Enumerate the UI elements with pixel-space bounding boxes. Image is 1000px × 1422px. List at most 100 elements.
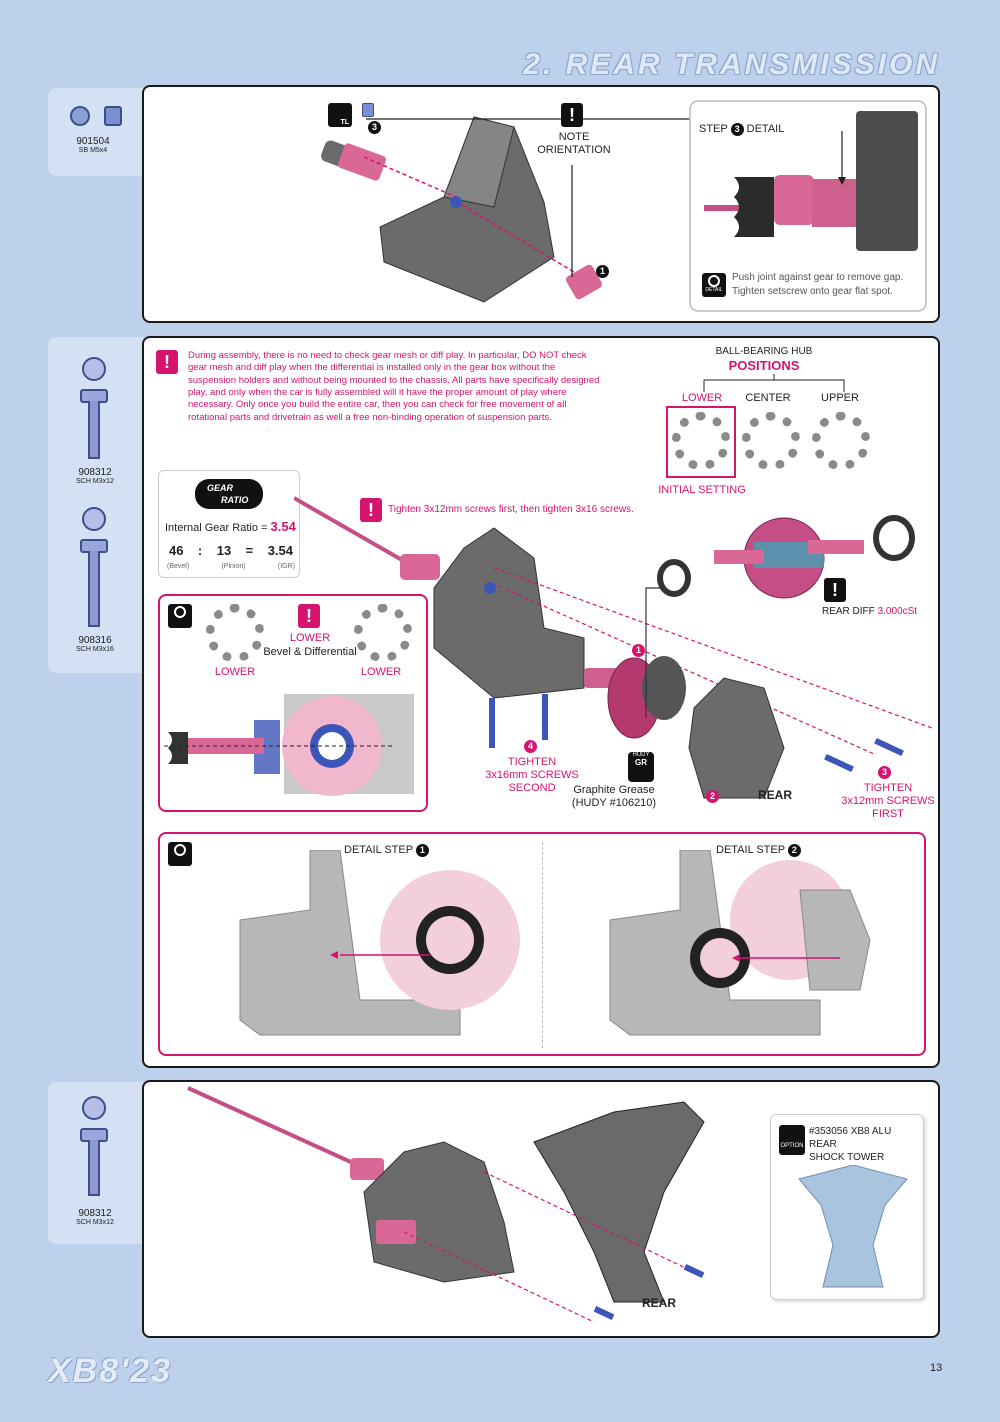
hub-subtitle: POSITIONS [728, 358, 800, 373]
bevel-diff-label: Bevel & Differential [263, 646, 357, 658]
callout-3: 3 [368, 121, 381, 134]
rear-label: REAR [758, 788, 793, 802]
footer-logo: XB8'23 [48, 1352, 173, 1390]
part-number: 908316 [78, 635, 112, 646]
detail-magnifier-icon [168, 604, 192, 628]
part-908312: 908312 SCH M3x12 [60, 1208, 130, 1227]
initial-setting: INITIAL SETTING [658, 484, 746, 496]
grease-code: GR [635, 758, 647, 767]
tighten-warning-icon: ! [360, 498, 382, 522]
part-908316: 908316 SCH M3x16 [60, 635, 130, 654]
detail-step2-text: DETAIL STEP [716, 844, 785, 856]
hub-bracket [703, 374, 845, 392]
step1-illustration [321, 100, 927, 312]
pinion-teeth: 13 [216, 543, 232, 558]
screw-shank-icon [88, 551, 100, 627]
note-orientation: NOTE ORIENTATION [537, 131, 611, 157]
detail-title-num: 3 [730, 123, 744, 136]
igr-label: Internal Gear Ratio [165, 522, 258, 534]
callout-1: 1 [596, 265, 609, 278]
gear-equation: 46 : 13 = 3.54 [169, 543, 293, 558]
detail-cutaway [164, 694, 414, 796]
rear-diff-text: REAR DIFF [822, 606, 875, 617]
detail-step1-label: DETAIL STEP 1 [344, 844, 429, 857]
hub-upper: UPPER [821, 392, 859, 404]
screw-shank-icon [88, 401, 100, 459]
hub-ring-left [206, 604, 264, 662]
hub-lower: LOWER [681, 392, 723, 404]
rear-diff-oil: 3.000cSt [877, 606, 918, 617]
igr-value: 3.54 [270, 519, 296, 534]
grease-brand: HUDY [632, 752, 650, 758]
callout-2: 2 [706, 790, 719, 803]
detail-magnifier-icon: DETAIL [702, 273, 726, 297]
badge-bottom: RATIO [221, 495, 249, 505]
part-desc: SCH M3x12 [76, 478, 114, 485]
hub-ring-center [742, 412, 800, 470]
gear-ratio-box: GEAR RATIO Internal Gear Ratio = 3.54 46… [158, 470, 300, 578]
screw-head-icon [82, 1096, 106, 1120]
option-shock-tower [798, 1165, 908, 1288]
callout-4: 4 [524, 740, 537, 753]
tighten-first: TIGHTEN 3x12mm SCREWS FIRST [841, 782, 935, 821]
detail-divider [542, 842, 543, 1048]
detail-steps-illustration [239, 850, 871, 1036]
detail-step2-num: 2 [787, 844, 801, 857]
diff-warning-icon: ! [824, 578, 846, 602]
tighten-note: Tighten 3x12mm screws first, then tighte… [388, 504, 634, 515]
callout-1: 1 [632, 644, 645, 657]
part-908312: 908312 SCH M3x12 [60, 467, 130, 486]
note-warning-icon: ! [561, 103, 583, 127]
detail-step2-label: DETAIL STEP 2 [716, 844, 801, 857]
lower-right: LOWER [360, 666, 402, 678]
lower-left: LOWER [214, 666, 256, 678]
setscrew-top-icon [70, 106, 90, 126]
lower-top: LOWER [289, 632, 331, 644]
bevel-diff-detail: ! LOWER Bevel & Differential LOWER LOWER [158, 594, 428, 812]
internal-gear-ratio: Internal Gear Ratio = 3.54 [165, 519, 299, 534]
option-label: OPTION [780, 1143, 804, 1149]
part-desc: SCH M3x12 [76, 1219, 114, 1226]
detail-title-suffix: DETAIL [746, 123, 785, 135]
hub-center: CENTER [745, 392, 791, 404]
parts-tab-step1: 901504 SB M5x4 [48, 88, 148, 176]
grease-icon: HUDY GR [628, 752, 654, 782]
warning-icon: ! [156, 350, 178, 374]
page-number: 13 [930, 1362, 943, 1374]
gear-eq2: = [245, 543, 254, 558]
initial-setting-box [666, 406, 736, 478]
option-text: #353056 XB8 ALU REAR SHOCK TOWER [809, 1126, 892, 1163]
hub-ring-right [354, 604, 412, 662]
detail-steps-box: DETAIL STEP 1 DETAIL STEP 2 [158, 832, 926, 1056]
screw-head-icon [82, 357, 106, 381]
option-box: OPTION #353056 XB8 ALU REAR SHOCK TOWER [770, 1114, 924, 1300]
lower-warning-icon: ! [298, 604, 320, 628]
tighten-second: TIGHTEN 3x16mm SCREWS SECOND [485, 756, 579, 795]
parts-tab-step2: 908312 SCH M3x12 908316 SCH M3x16 [48, 337, 148, 673]
step2-illustration [294, 496, 934, 799]
detail-step1-text: DETAIL STEP [344, 844, 413, 856]
part-number: 908312 [78, 1208, 112, 1219]
hub-ring-lower [672, 412, 730, 470]
threadlock-icon: TL [328, 103, 352, 127]
graphite-grease: Graphite Grease (HUDY #106210) [571, 784, 657, 810]
rear-label: REAR [642, 1296, 677, 1310]
part-number: 908312 [78, 467, 112, 478]
tl-label: TL [340, 119, 349, 126]
part-901504: 901504 SB M5x4 [58, 136, 128, 155]
detail-text: Push joint against gear to remove gap. T… [732, 272, 904, 297]
step2-panel: ! During assembly, there is no need to c… [142, 336, 940, 1068]
hub-title: BALL-BEARING HUB [715, 346, 813, 357]
assembly-warning: During assembly, there is no need to che… [188, 350, 600, 423]
setscrew-icon [362, 103, 374, 117]
bevel-teeth: 46 [169, 543, 184, 558]
option-thumb-icon: OPTION [779, 1125, 805, 1155]
screw-head-icon [82, 507, 106, 531]
detail-step1-num: 1 [415, 844, 429, 857]
detail-icon-label: DETAIL [705, 287, 723, 293]
gear-colon: : [197, 543, 203, 558]
step3-panel: REAR OPTION #353056 XB8 ALU REAR SHOCK T… [142, 1080, 940, 1338]
setscrew-side-icon [104, 106, 122, 126]
igr-equals: = [261, 522, 268, 534]
igr-small-label: (IGR) [277, 563, 295, 570]
